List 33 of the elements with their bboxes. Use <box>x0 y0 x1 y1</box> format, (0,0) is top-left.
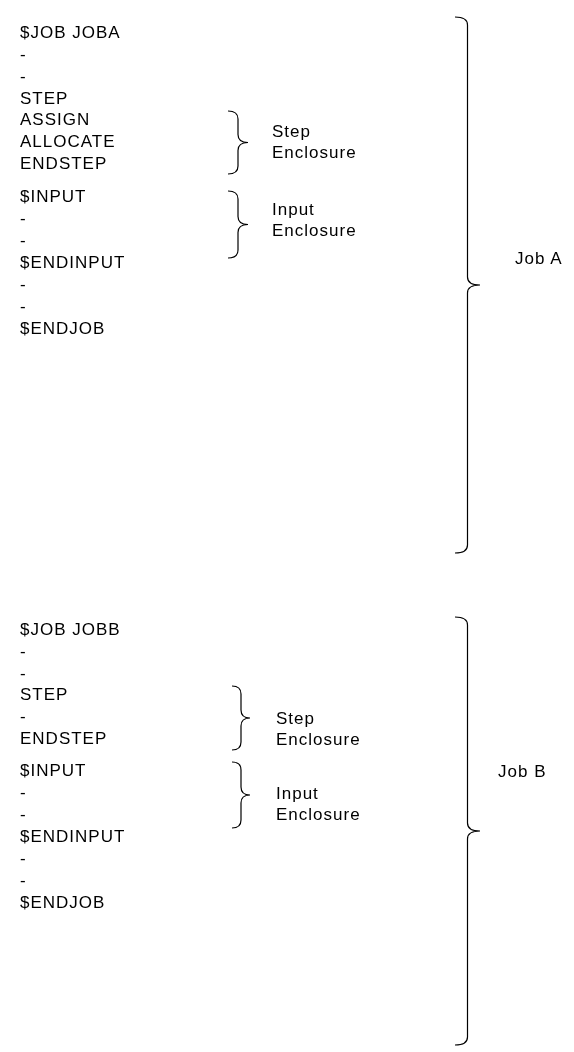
job-label: Job B <box>498 761 547 782</box>
code-line: STEP <box>20 88 69 109</box>
code-line: ENDSTEP <box>20 728 108 749</box>
code-line: $INPUT <box>20 186 87 207</box>
code-line: - <box>20 782 27 803</box>
code-line: - <box>20 274 27 295</box>
code-line: - <box>20 870 27 891</box>
code-line: $ENDINPUT <box>20 252 126 273</box>
bracket-label: Input Enclosure <box>272 199 357 241</box>
code-line: - <box>20 44 27 65</box>
code-line: - <box>20 663 27 684</box>
code-line: ALLOCATE <box>20 131 116 152</box>
code-line: $ENDJOB <box>20 892 106 913</box>
code-line: - <box>20 208 27 229</box>
code-line: - <box>20 848 27 869</box>
code-line: ENDSTEP <box>20 153 108 174</box>
code-line: - <box>20 230 27 251</box>
code-line: $ENDJOB <box>20 318 106 339</box>
code-line: $ENDINPUT <box>20 826 126 847</box>
bracket-label: Input Enclosure <box>276 783 361 825</box>
code-line: STEP <box>20 684 69 705</box>
code-line: $INPUT <box>20 760 87 781</box>
job-label: Job A <box>515 248 563 269</box>
code-line: $JOB JOBB <box>20 619 121 640</box>
code-line: - <box>20 706 27 727</box>
bracket-label: Step Enclosure <box>272 121 357 163</box>
code-line: $JOB JOBA <box>20 22 121 43</box>
bracket-label: Step Enclosure <box>276 708 361 750</box>
code-line: - <box>20 641 27 662</box>
code-line: ASSIGN <box>20 109 91 130</box>
code-line: - <box>20 296 27 317</box>
code-line: - <box>20 804 27 825</box>
code-line: - <box>20 66 27 87</box>
